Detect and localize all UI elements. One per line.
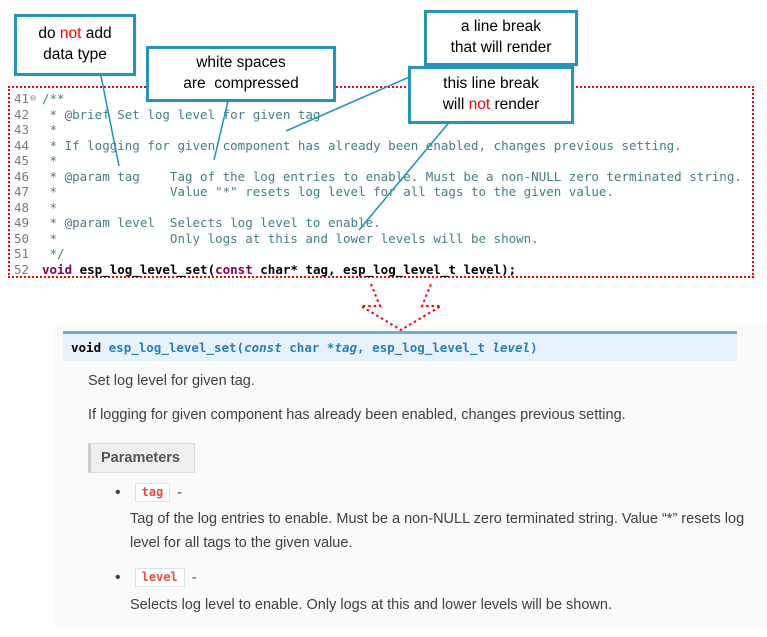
sig-return-type: void bbox=[71, 340, 109, 355]
code-line: 47 * Value "*" resets log level for all … bbox=[10, 184, 752, 200]
text-run: render bbox=[490, 96, 540, 113]
param-list-item: • level - bbox=[115, 568, 197, 587]
renders-to-arrow bbox=[357, 283, 445, 332]
fold-spacer bbox=[30, 262, 42, 278]
code-comment-text: /** bbox=[42, 91, 65, 106]
text-run-red: not bbox=[59, 25, 82, 43]
param-description-level: Selects log level to enable. Only logs a… bbox=[130, 597, 612, 613]
param-dash: - bbox=[177, 484, 183, 501]
line-number: 47 bbox=[14, 184, 30, 199]
callout-text-line: data type bbox=[43, 46, 107, 63]
function-name-text: esp_log_level_set( bbox=[72, 261, 216, 277]
fold-spacer bbox=[30, 107, 42, 123]
line-number: 43 bbox=[14, 122, 30, 137]
callout-text-line: are compressed bbox=[183, 75, 299, 92]
line-number: 41 bbox=[14, 91, 30, 106]
line-number: 49 bbox=[14, 215, 30, 230]
fold-toggle-icon[interactable]: ⊖ bbox=[30, 93, 37, 104]
code-comment-text: * bbox=[42, 122, 58, 137]
brief-description: Set log level for given tag. bbox=[88, 373, 255, 389]
code-line: 44 * If logging for given component has … bbox=[10, 138, 752, 154]
code-line: 49 * @param level Selects log level to e… bbox=[10, 215, 752, 231]
sig-keyword-const: const bbox=[244, 340, 282, 355]
callout-text-line: this line break bbox=[443, 75, 539, 93]
callout-linebreak-not-render: this line break will not render bbox=[408, 66, 574, 124]
code-line: 48 * bbox=[10, 200, 752, 216]
parameters-label: Parameters bbox=[88, 443, 195, 473]
fold-spacer bbox=[30, 153, 42, 169]
code-line: 41⊖ /** bbox=[10, 91, 752, 107]
sig-param-level: level bbox=[492, 340, 531, 355]
fold-spacer bbox=[30, 122, 42, 138]
line-number: 46 bbox=[14, 168, 30, 184]
code-comment-text: * @param level Selects log level to enab… bbox=[42, 215, 381, 230]
line-number: 44 bbox=[14, 137, 30, 153]
sig-punct: ( bbox=[236, 340, 245, 355]
sig-type-text: , esp_log_level_t bbox=[357, 340, 493, 355]
declaration-rest: char* tag, esp_log_level_t level); bbox=[252, 261, 517, 277]
fold-spacer bbox=[30, 231, 42, 247]
param-name-chip-tag: tag bbox=[134, 483, 171, 502]
code-comment-text: * @brief Set log level for given tag bbox=[42, 106, 321, 122]
callout-text-line: white spaces bbox=[196, 54, 286, 72]
code-line: 43 * bbox=[10, 122, 752, 138]
callout-whitespace-compressed: white spaces are compressed bbox=[146, 46, 336, 102]
text-run: will bbox=[442, 96, 469, 113]
callout-text-line: that will render bbox=[450, 39, 552, 56]
callout-text-line: do not add bbox=[38, 24, 111, 45]
param-name-chip-level: level bbox=[134, 568, 185, 587]
code-line: 50 * Only logs at this and lower levels … bbox=[10, 231, 752, 247]
line-number: 52 bbox=[14, 261, 30, 277]
line-number: 51 bbox=[14, 246, 30, 261]
fold-spacer bbox=[30, 200, 42, 216]
line-number: 48 bbox=[14, 199, 30, 215]
code-line: 42 * @brief Set log level for given tag bbox=[10, 107, 752, 123]
param-list-item: • tag - bbox=[115, 483, 182, 502]
fold-spacer bbox=[30, 184, 42, 200]
line-number: 42 bbox=[14, 106, 30, 122]
line-number: 50 bbox=[14, 230, 30, 246]
line-number: 45 bbox=[14, 153, 30, 168]
text-run-red: not bbox=[468, 96, 491, 113]
keyword-void: void bbox=[42, 261, 73, 277]
detailed-description: If logging for given component has alrea… bbox=[88, 407, 626, 423]
code-editor-snippet: 41⊖ /** 42 * @brief Set log level for giv… bbox=[8, 86, 754, 278]
bullet-icon: • bbox=[115, 483, 121, 501]
callout-text-line: will not render bbox=[443, 95, 540, 116]
bullet-icon: • bbox=[115, 568, 121, 586]
code-line: 46 * @param tag Tag of the log entries t… bbox=[10, 169, 752, 185]
code-comment-text: * Only logs at this and lower levels wil… bbox=[42, 230, 539, 246]
code-comment-text: * @param tag Tag of the log entries to e… bbox=[42, 168, 742, 184]
rendered-doc-panel: void esp_log_level_set(const char *tag, … bbox=[55, 325, 767, 627]
fold-spacer bbox=[30, 169, 42, 185]
callout-text-line: a line break bbox=[460, 18, 542, 36]
code-comment-text: * bbox=[42, 153, 58, 168]
sig-punct: ) bbox=[530, 340, 538, 355]
callout-linebreak-renders: a line break that will render bbox=[424, 10, 578, 66]
fold-spacer bbox=[30, 215, 42, 231]
sig-param-tag: tag bbox=[334, 340, 358, 355]
code-comment-text: */ bbox=[42, 246, 65, 261]
sig-function-name: esp_log_level_set bbox=[108, 340, 237, 355]
code-comment-text: * bbox=[42, 199, 58, 215]
param-dash: - bbox=[191, 569, 197, 586]
code-line-declaration: 52 void esp_log_level_set(const char* tag… bbox=[10, 262, 752, 278]
sig-type-text: char * bbox=[281, 340, 335, 355]
code-comment-text: * Value "*" resets log level for all tag… bbox=[42, 184, 614, 199]
callout-no-datatype: do not add data type bbox=[14, 14, 136, 76]
code-line: 45 * bbox=[10, 153, 752, 169]
text-run: do bbox=[38, 25, 60, 43]
fold-spacer bbox=[30, 138, 42, 154]
code-declaration: void esp_log_level_set(const char* tag, … bbox=[42, 262, 516, 278]
code-line: 51 */ bbox=[10, 246, 752, 262]
param-description-tag: Tag of the log entries to enable. Must b… bbox=[130, 511, 745, 551]
keyword-const: const bbox=[215, 261, 253, 277]
function-signature: void esp_log_level_set(const char *tag, … bbox=[63, 331, 737, 361]
code-comment-text: * If logging for given component has alr… bbox=[42, 137, 682, 153]
fold-spacer bbox=[30, 246, 42, 262]
text-run: add bbox=[81, 25, 112, 43]
